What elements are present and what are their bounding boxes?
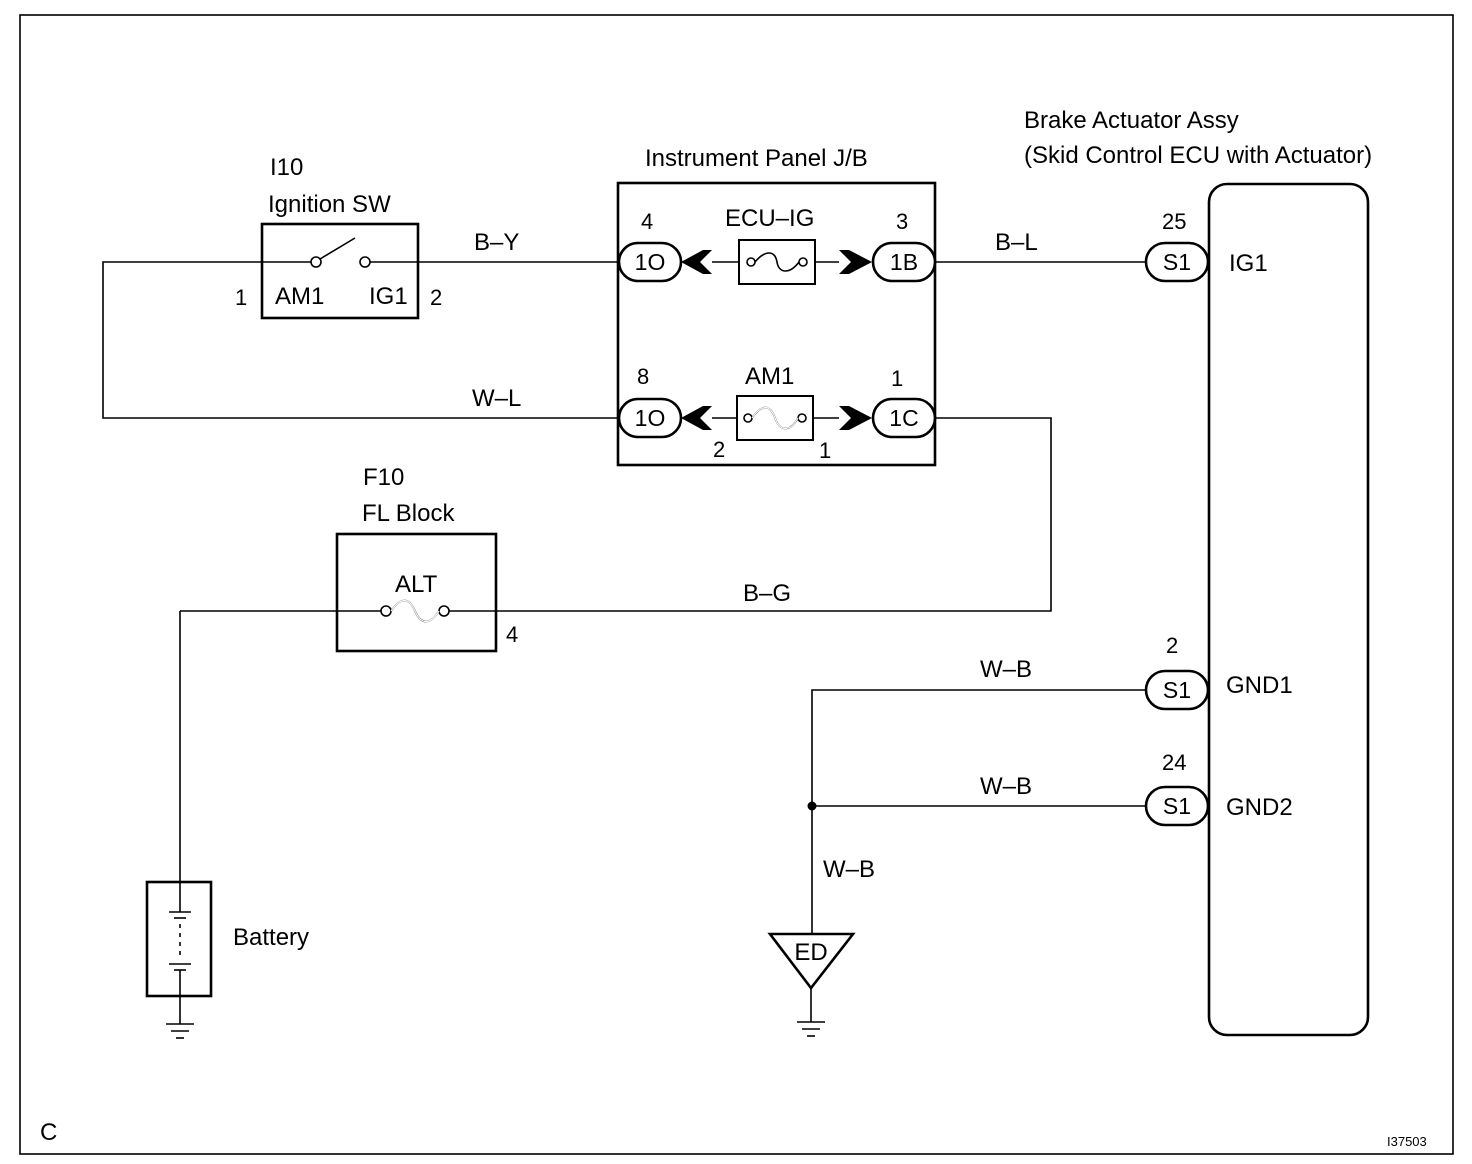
jb-connector-1o-top-label: 1O [635, 249, 666, 275]
switch-contact-right [359, 256, 371, 268]
wire-w-l-label: W–L [472, 385, 521, 412]
actuator-connector-s1-gnd2-label: S1 [1163, 793, 1191, 819]
connector-chevron-left-top [681, 250, 712, 274]
actuator-connector-s1-gnd1 [1144, 669, 1210, 711]
ground-point-ed: ED [767, 932, 856, 1037]
battery-box [145, 880, 213, 998]
actuator-connector-s1-gnd1-label: S1 [1163, 677, 1191, 703]
fuse-alt-terminal-left [380, 605, 392, 617]
switch-contact-left [310, 256, 322, 268]
fuse-am1-label: AM1 [745, 363, 794, 390]
actuator-name-line-1: Brake Actuator Assy [1024, 107, 1239, 134]
actuator-connector-s1-ig1-label: S1 [1163, 249, 1191, 275]
fuse-am1-element-core [751, 406, 799, 430]
actuator-connector-s1-gnd2 [1144, 785, 1210, 827]
actuator-term-gnd1: GND1 [1226, 672, 1293, 699]
actuator-box [1207, 182, 1370, 1037]
jb-connector-1c-label: 1C [889, 405, 918, 431]
jb-connector-1o-bottom-label: 1O [635, 405, 666, 431]
ignition-switch-code: I10 [270, 154, 303, 181]
fuse-ecu-ig-terminal-left [746, 257, 756, 267]
wire-w-b-ground-label: W–B [823, 856, 875, 883]
actuator-pin-2: 2 [1166, 633, 1178, 658]
ignition-switch-box [260, 222, 420, 320]
wire-b-g-label: B–G [743, 580, 791, 607]
actuator-name-line-2: (Skid Control ECU with Actuator) [1024, 142, 1372, 169]
ignition-switch-term-am1: AM1 [275, 283, 324, 310]
connector-chevron-right-top [839, 250, 872, 274]
fuse-ecu-ig-terminal-right [798, 257, 808, 267]
instrument-panel-jb: Instrument Panel J/B 4 3 ECU–IG 1O 1B 8 … [616, 145, 937, 467]
jb-connector-1b-label: 1B [890, 249, 918, 275]
wire-w-b-gnd1-label: W–B [980, 656, 1032, 683]
wire-b-y-label: B–Y [474, 229, 519, 256]
actuator-pin-25: 25 [1162, 209, 1186, 234]
fuse-am1-pin-2: 2 [713, 437, 725, 462]
splice-point [807, 801, 817, 811]
ground-point-label: ED [794, 939, 827, 966]
figure-id: I37503 [1387, 1134, 1427, 1149]
ignition-switch-pin-2: 2 [430, 285, 442, 310]
wire-b-g [496, 417, 1052, 612]
fl-block-name: FL Block [362, 500, 455, 527]
fuse-alt-label: ALT [395, 571, 438, 598]
connector-chevron-left-bottom [681, 406, 712, 430]
fuse-am1-terminal-left [743, 413, 753, 423]
battery-label: Battery [233, 924, 309, 951]
switch-lever [319, 237, 356, 260]
actuator-pin-24: 24 [1162, 750, 1186, 775]
jb-pin-4: 4 [641, 209, 653, 234]
jb-pin-8: 8 [637, 364, 649, 389]
jb-pin-1: 1 [891, 366, 903, 391]
jb-box [616, 181, 937, 467]
actuator-term-gnd2: GND2 [1226, 794, 1293, 821]
wire-w-b-gnd2-label: W–B [980, 773, 1032, 800]
ignition-switch: I10 Ignition SW AM1 IG1 1 2 [235, 154, 442, 320]
fuse-ecu-ig-element [754, 252, 800, 272]
ignition-switch-name: Ignition SW [268, 191, 391, 218]
ground-point-triangle [767, 932, 856, 991]
actuator-connector-s1-ig1 [1144, 241, 1210, 283]
brake-actuator-assy: Brake Actuator Assy (Skid Control ECU wi… [1024, 107, 1372, 1037]
wire-w-l [102, 261, 619, 419]
fuse-alt-element-core [390, 599, 440, 623]
diagram-frame [19, 14, 1454, 1155]
fl-block-box [335, 532, 498, 653]
fl-block: F10 FL Block ALT 4 [335, 464, 518, 653]
fuse-alt-terminal-right [438, 605, 450, 617]
fl-block-code: F10 [363, 464, 404, 491]
corner-letter: C [40, 1119, 57, 1146]
battery: Battery [145, 610, 337, 1039]
actuator-term-ig1: IG1 [1229, 250, 1268, 277]
ignition-switch-pin-1: 1 [235, 285, 247, 310]
jb-pin-3: 3 [896, 209, 908, 234]
fuse-ecu-ig-label: ECU–IG [725, 205, 814, 232]
wire-w-b-gnd1 [811, 689, 1146, 934]
wire-b-l-label: B–L [995, 229, 1038, 256]
fl-block-pin-4: 4 [506, 622, 518, 647]
fuse-am1-pin-1: 1 [819, 438, 831, 463]
jb-name: Instrument Panel J/B [645, 145, 868, 172]
fuse-am1-terminal-right [797, 413, 807, 423]
ignition-switch-term-ig1: IG1 [369, 283, 408, 310]
connector-chevron-right-bottom [839, 406, 872, 430]
